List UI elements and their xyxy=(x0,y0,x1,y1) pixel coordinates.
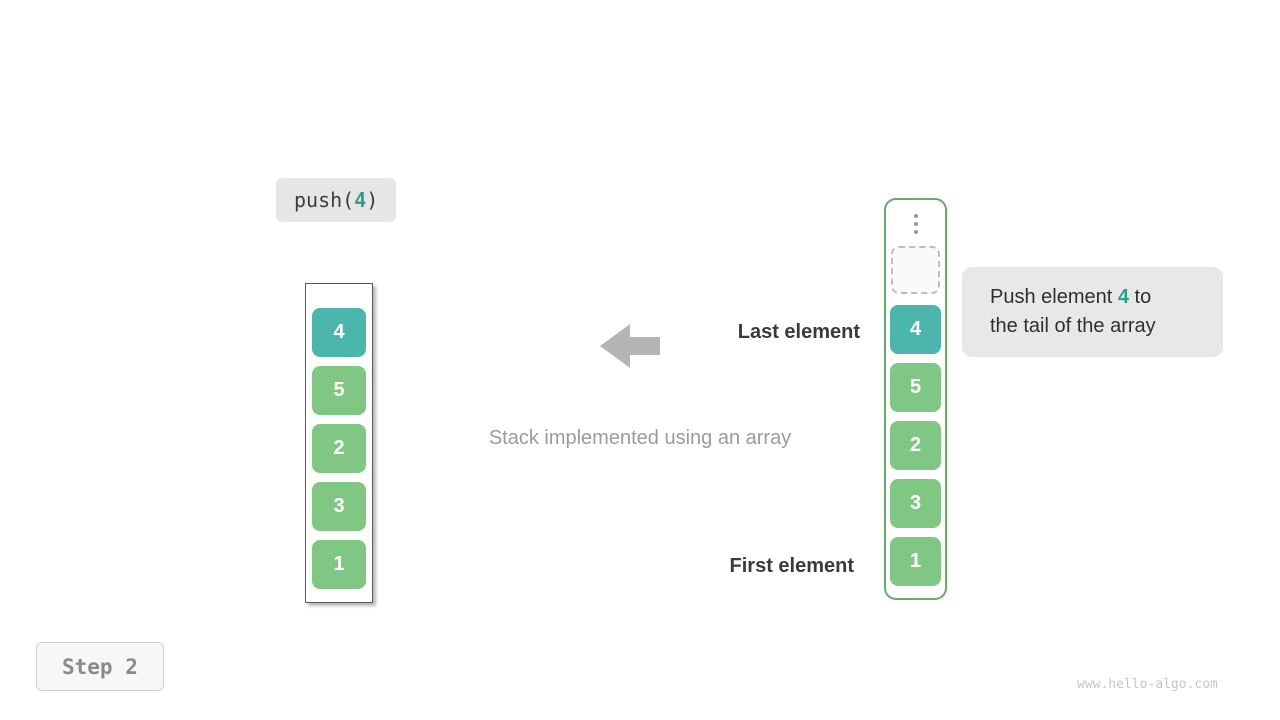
stack-panel: 4 5 2 3 1 xyxy=(305,283,373,603)
tooltip-text-before: Push element xyxy=(990,286,1118,308)
push-code-suffix: ) xyxy=(366,188,379,212)
ellipsis-icon xyxy=(913,214,918,234)
array-cell: 5 xyxy=(890,363,941,412)
push-operation-chip: push(4) xyxy=(276,178,397,222)
last-element-label: Last element xyxy=(737,321,860,343)
caption: Stack implemented using an array xyxy=(488,427,792,449)
left-arrow-icon xyxy=(600,322,662,375)
array-cell: 1 xyxy=(890,537,941,586)
array-cell: 4 xyxy=(890,305,941,354)
array-cell: 3 xyxy=(890,479,941,528)
tooltip-line2: the tail of the array xyxy=(990,315,1156,337)
stack-cell: 3 xyxy=(312,482,366,531)
stack-cell: 4 xyxy=(312,308,366,357)
empty-slot xyxy=(891,246,940,294)
array-cell: 2 xyxy=(890,421,941,470)
watermark: www.hello-algo.com xyxy=(1077,677,1218,692)
first-element-label: First element xyxy=(729,555,854,577)
stack-cell: 2 xyxy=(312,424,366,473)
array-panel: 4 5 2 3 1 xyxy=(884,198,947,600)
push-argument: 4 xyxy=(354,188,367,212)
stack-cell: 1 xyxy=(312,540,366,589)
step-badge: Step 2 xyxy=(36,642,164,691)
push-code-prefix: push( xyxy=(294,188,355,212)
tooltip-text-after: to xyxy=(1128,286,1152,308)
tooltip-highlight: 4 xyxy=(1117,286,1129,308)
push-tooltip: Push element 4 to the tail of the array xyxy=(962,267,1223,357)
stack-cell: 5 xyxy=(312,366,366,415)
